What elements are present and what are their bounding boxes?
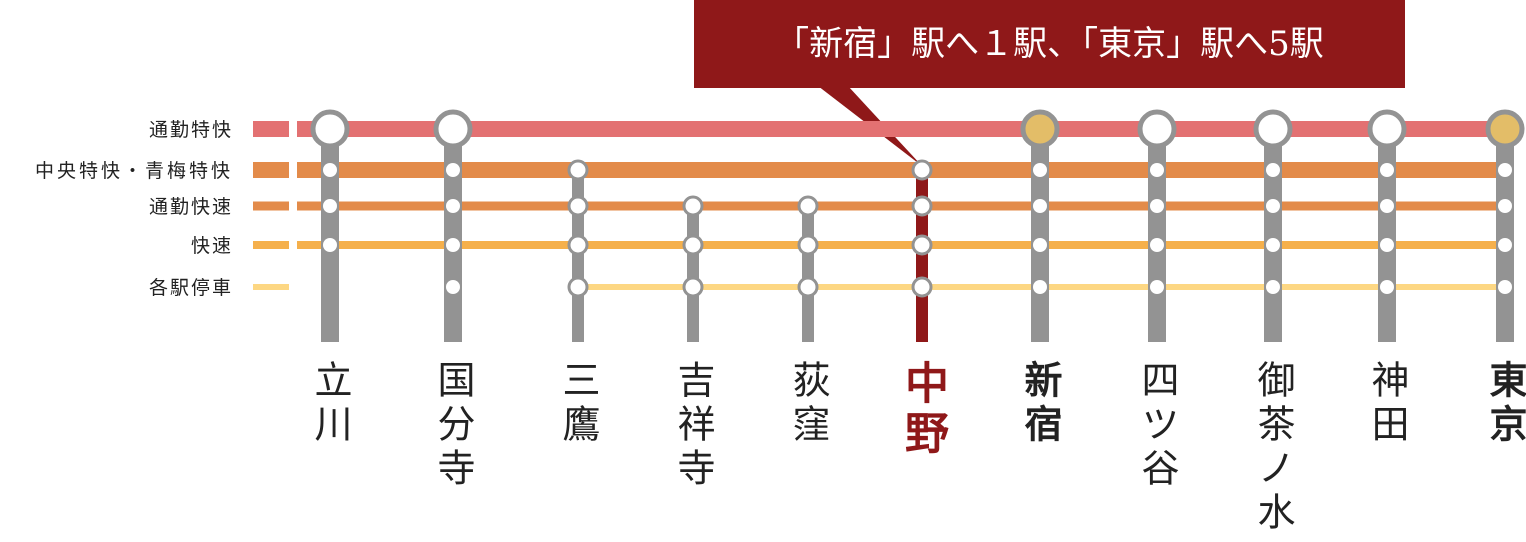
station-stop-dot (323, 163, 337, 177)
line-chuo-special-rapid-legend-segment (253, 162, 289, 178)
station-major-node (310, 109, 350, 149)
station-stop-node (911, 159, 933, 181)
station-stop-dot (1033, 238, 1047, 252)
station-stop-node (682, 234, 704, 256)
station-stop-dot (323, 238, 337, 252)
station-label: 四ツ谷 (1135, 360, 1179, 492)
station-stop-dot (323, 199, 337, 213)
station-stop-node (911, 234, 933, 256)
station-stop-dot (446, 163, 460, 177)
line-rapid-legend-segment (253, 241, 289, 249)
station-label: 東京 (1483, 360, 1526, 448)
station-stop-dot (1150, 280, 1164, 294)
station-major-node (1137, 109, 1177, 149)
station-label: 吉祥寺 (671, 360, 715, 492)
station-label: 荻窪 (786, 360, 830, 448)
station-stop-node (911, 276, 933, 298)
station-stop-dot (446, 238, 460, 252)
legend-commuter-rapid: 通勤快速 (148, 196, 233, 218)
station-stop-node (682, 195, 704, 217)
station-stop-dot (1380, 163, 1394, 177)
station-label: 三鷹 (556, 360, 600, 448)
station-stop-dot (1498, 163, 1512, 177)
line-local-legend-segment (253, 284, 289, 290)
station-label: 中野 (897, 360, 948, 460)
station-label: 御茶ノ水 (1251, 360, 1295, 536)
station-stop-node (797, 234, 819, 256)
station-track-7 (1148, 129, 1166, 342)
line-commuter-rapid (297, 201, 1505, 211)
station-stop-dot (1150, 163, 1164, 177)
station-stop-node (682, 276, 704, 298)
station-stop-dot (1380, 280, 1394, 294)
station-stop-dot (1150, 238, 1164, 252)
station-track-9 (1378, 129, 1396, 342)
station-stop-dot (1380, 199, 1394, 213)
station-label: 国分寺 (431, 360, 475, 492)
station-stop-node (797, 276, 819, 298)
station-stop-node (567, 234, 589, 256)
station-track-4 (802, 206, 814, 342)
station-label: 立川 (308, 360, 352, 448)
station-major-node (433, 109, 473, 149)
station-stop-dot (446, 199, 460, 213)
station-track-8 (1264, 129, 1282, 342)
legend-rapid: 快速 (190, 235, 233, 257)
station-stop-dot (1266, 238, 1280, 252)
station-stop-dot (1498, 280, 1512, 294)
line-commuter-special-rapid (297, 121, 1505, 137)
station-track-6 (1031, 129, 1049, 342)
station-track-3 (687, 206, 699, 342)
station-track-0 (321, 129, 339, 342)
station-stop-dot (1380, 238, 1394, 252)
callout-box: 「新宿」駅へ１駅、「東京」駅へ5駅 (694, 0, 1405, 88)
station-stop-node (567, 159, 589, 181)
station-stop-dot (1498, 238, 1512, 252)
station-stop-dot (1033, 163, 1047, 177)
station-stop-dot (1150, 199, 1164, 213)
station-stop-dot (1498, 199, 1512, 213)
line-chuo-special-rapid (297, 162, 1505, 178)
station-track-10 (1496, 129, 1514, 342)
station-major-node (1367, 109, 1407, 149)
station-track-1 (444, 129, 462, 342)
station-stop-dot (1033, 199, 1047, 213)
station-stop-dot (1033, 280, 1047, 294)
station-label: 新宿 (1018, 360, 1063, 448)
station-label: 神田 (1365, 360, 1409, 448)
callout-text: 「新宿」駅へ１駅、「東京」駅へ5駅 (775, 24, 1324, 64)
station-major-node (1253, 109, 1293, 149)
station-stop-dot (446, 280, 460, 294)
legend-local: 各駅停車 (148, 277, 233, 299)
station-stop-dot (1266, 280, 1280, 294)
line-commuter-rapid-legend-segment (253, 201, 289, 211)
station-stop-dot (1266, 199, 1280, 213)
station-stop-node (567, 195, 589, 217)
line-commuter-special-rapid-legend-segment (253, 121, 289, 137)
station-stop-node (911, 195, 933, 217)
line-rapid (297, 241, 1505, 249)
legend-chuo-ome-special-rapid: 中央特快・青梅特快 (34, 160, 233, 182)
station-stop-dot (1266, 163, 1280, 177)
legend-commuter-special-rapid: 通勤特快 (148, 119, 233, 141)
station-major-node (1485, 109, 1525, 149)
station-stop-node (797, 195, 819, 217)
station-major-node (1020, 109, 1060, 149)
station-stop-node (567, 276, 589, 298)
